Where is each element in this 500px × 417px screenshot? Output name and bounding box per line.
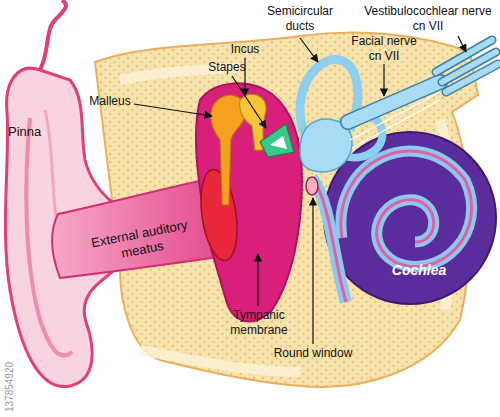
nerves-part — [350, 92, 440, 148]
leader-lines-part — [383, 64, 384, 96]
part-label: Pinna — [8, 124, 58, 140]
nerves-part — [436, 40, 498, 92]
ossicles-part — [270, 136, 287, 149]
cochlea-shape-part — [341, 151, 472, 266]
part-label: Facial nerve cn VII — [344, 34, 424, 64]
inner-ear-vestibule — [300, 60, 382, 302]
part-label: Vestibulocochlear nerve cn VII — [362, 4, 494, 34]
leader-lines-part — [458, 36, 466, 52]
leader-lines-part — [300, 38, 318, 62]
part-label: Round window — [262, 346, 364, 361]
cochlea-shape-part — [341, 151, 472, 266]
middle-ear-cavity-part — [196, 83, 302, 321]
leader-lines-part — [232, 76, 266, 128]
leader-lines-part — [312, 198, 313, 344]
part-label: Stapes — [202, 60, 252, 75]
ossicles — [211, 94, 294, 205]
pinna — [5, 0, 112, 387]
part-label: External auditory meatus — [80, 215, 202, 269]
leader-lines — [134, 36, 466, 344]
watermark-text: 137854920 — [4, 332, 17, 412]
pinna-part — [40, 0, 66, 70]
middle-ear-cavity-part — [196, 167, 242, 263]
inner-ear-vestibule-part — [306, 177, 318, 195]
part-label: Malleus — [82, 94, 138, 109]
nerves-part — [436, 40, 498, 92]
part-label: Semicircular ducts — [262, 4, 338, 34]
inner-ear-vestibule-part — [312, 178, 346, 302]
leader-lines-part — [134, 104, 212, 116]
part-label: Cochlea — [382, 262, 456, 280]
part-label: Tympanic membrane — [222, 308, 296, 338]
part-label: Incus — [220, 42, 270, 57]
leader-lines-part — [257, 254, 258, 306]
middle-ear-cavity — [196, 83, 302, 321]
ossicles-part — [260, 124, 294, 157]
inner-ear-vestibule-part — [312, 178, 346, 302]
